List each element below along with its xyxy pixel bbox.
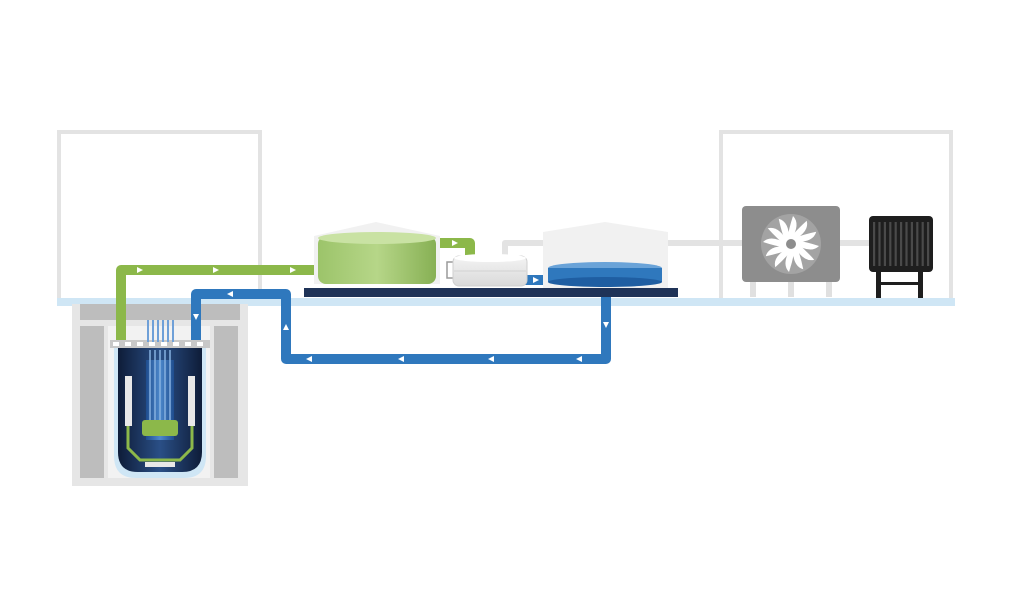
- coil-stripe: [900, 222, 903, 266]
- reactor-vessel-icon: [110, 320, 210, 478]
- flange-bolt: [125, 342, 131, 346]
- flange-bolt: [185, 342, 191, 346]
- coil-stripe: [905, 222, 908, 266]
- cylindrical-drum-icon: [446, 254, 528, 287]
- flange-bolt: [197, 342, 203, 346]
- ground-line: [57, 298, 955, 306]
- coil-stripe: [910, 222, 913, 266]
- coil-generator-icon: [869, 216, 933, 298]
- coil-stripe: [894, 222, 897, 266]
- coil-stripe: [883, 222, 886, 266]
- primary-loop: [116, 238, 475, 345]
- blue-pool-icon: [543, 222, 668, 288]
- coil-stripe: [921, 222, 924, 266]
- primary-loop-arrows: [137, 240, 458, 273]
- coil-stripe: [927, 222, 930, 266]
- coil-stripe: [916, 222, 919, 266]
- green-tank-icon: [314, 222, 440, 284]
- coil-stripe: [878, 222, 881, 266]
- fan-turbine-icon: [742, 206, 840, 297]
- flange-bolt: [113, 342, 119, 346]
- flange-bolt: [173, 342, 179, 346]
- equipment-platform: [304, 288, 678, 297]
- flange-bolt: [137, 342, 143, 346]
- flange-bolt: [149, 342, 155, 346]
- coil-stripe: [873, 222, 876, 266]
- reactor-building: [57, 130, 262, 304]
- coil-stripe: [889, 222, 892, 266]
- secondary-loop-arrows: [193, 277, 609, 362]
- flange-bolt: [161, 342, 167, 346]
